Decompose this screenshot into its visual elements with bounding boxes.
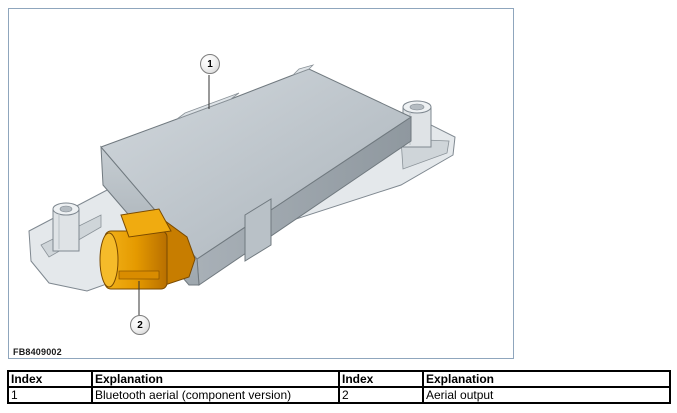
table-row: 1 Bluetooth aerial (component version) 2… bbox=[7, 386, 671, 404]
left-mounting-post bbox=[52, 202, 80, 252]
legend-explanation-cell: Aerial output bbox=[422, 386, 671, 404]
housing-side-clip bbox=[244, 198, 272, 262]
legend-header-explanation-1: Explanation bbox=[91, 370, 340, 388]
housing-ridge-right bbox=[292, 64, 315, 76]
aerial-output-connector bbox=[99, 208, 196, 290]
callout-1: 1 bbox=[200, 54, 220, 74]
housing-ridge-left bbox=[176, 92, 240, 120]
figure-code: FB8409002 bbox=[13, 347, 62, 357]
legend-explanation-cell: Bluetooth aerial (component version) bbox=[91, 386, 340, 404]
legend-table: Index Explanation Index Explanation 1 Bl… bbox=[7, 370, 671, 404]
legend-index-cell: 2 bbox=[338, 386, 424, 404]
legend-header-explanation-2: Explanation bbox=[422, 370, 671, 388]
legend-header-index-2: Index bbox=[338, 370, 424, 388]
legend-header-index-1: Index bbox=[7, 370, 93, 388]
callout-2: 2 bbox=[130, 315, 150, 335]
bluetooth-aerial-drawing bbox=[28, 64, 456, 315]
legend-index-cell: 1 bbox=[7, 386, 93, 404]
legend-header-row: Index Explanation Index Explanation bbox=[7, 370, 671, 388]
component-illustration: 1 2 FB8409002 bbox=[8, 8, 514, 359]
